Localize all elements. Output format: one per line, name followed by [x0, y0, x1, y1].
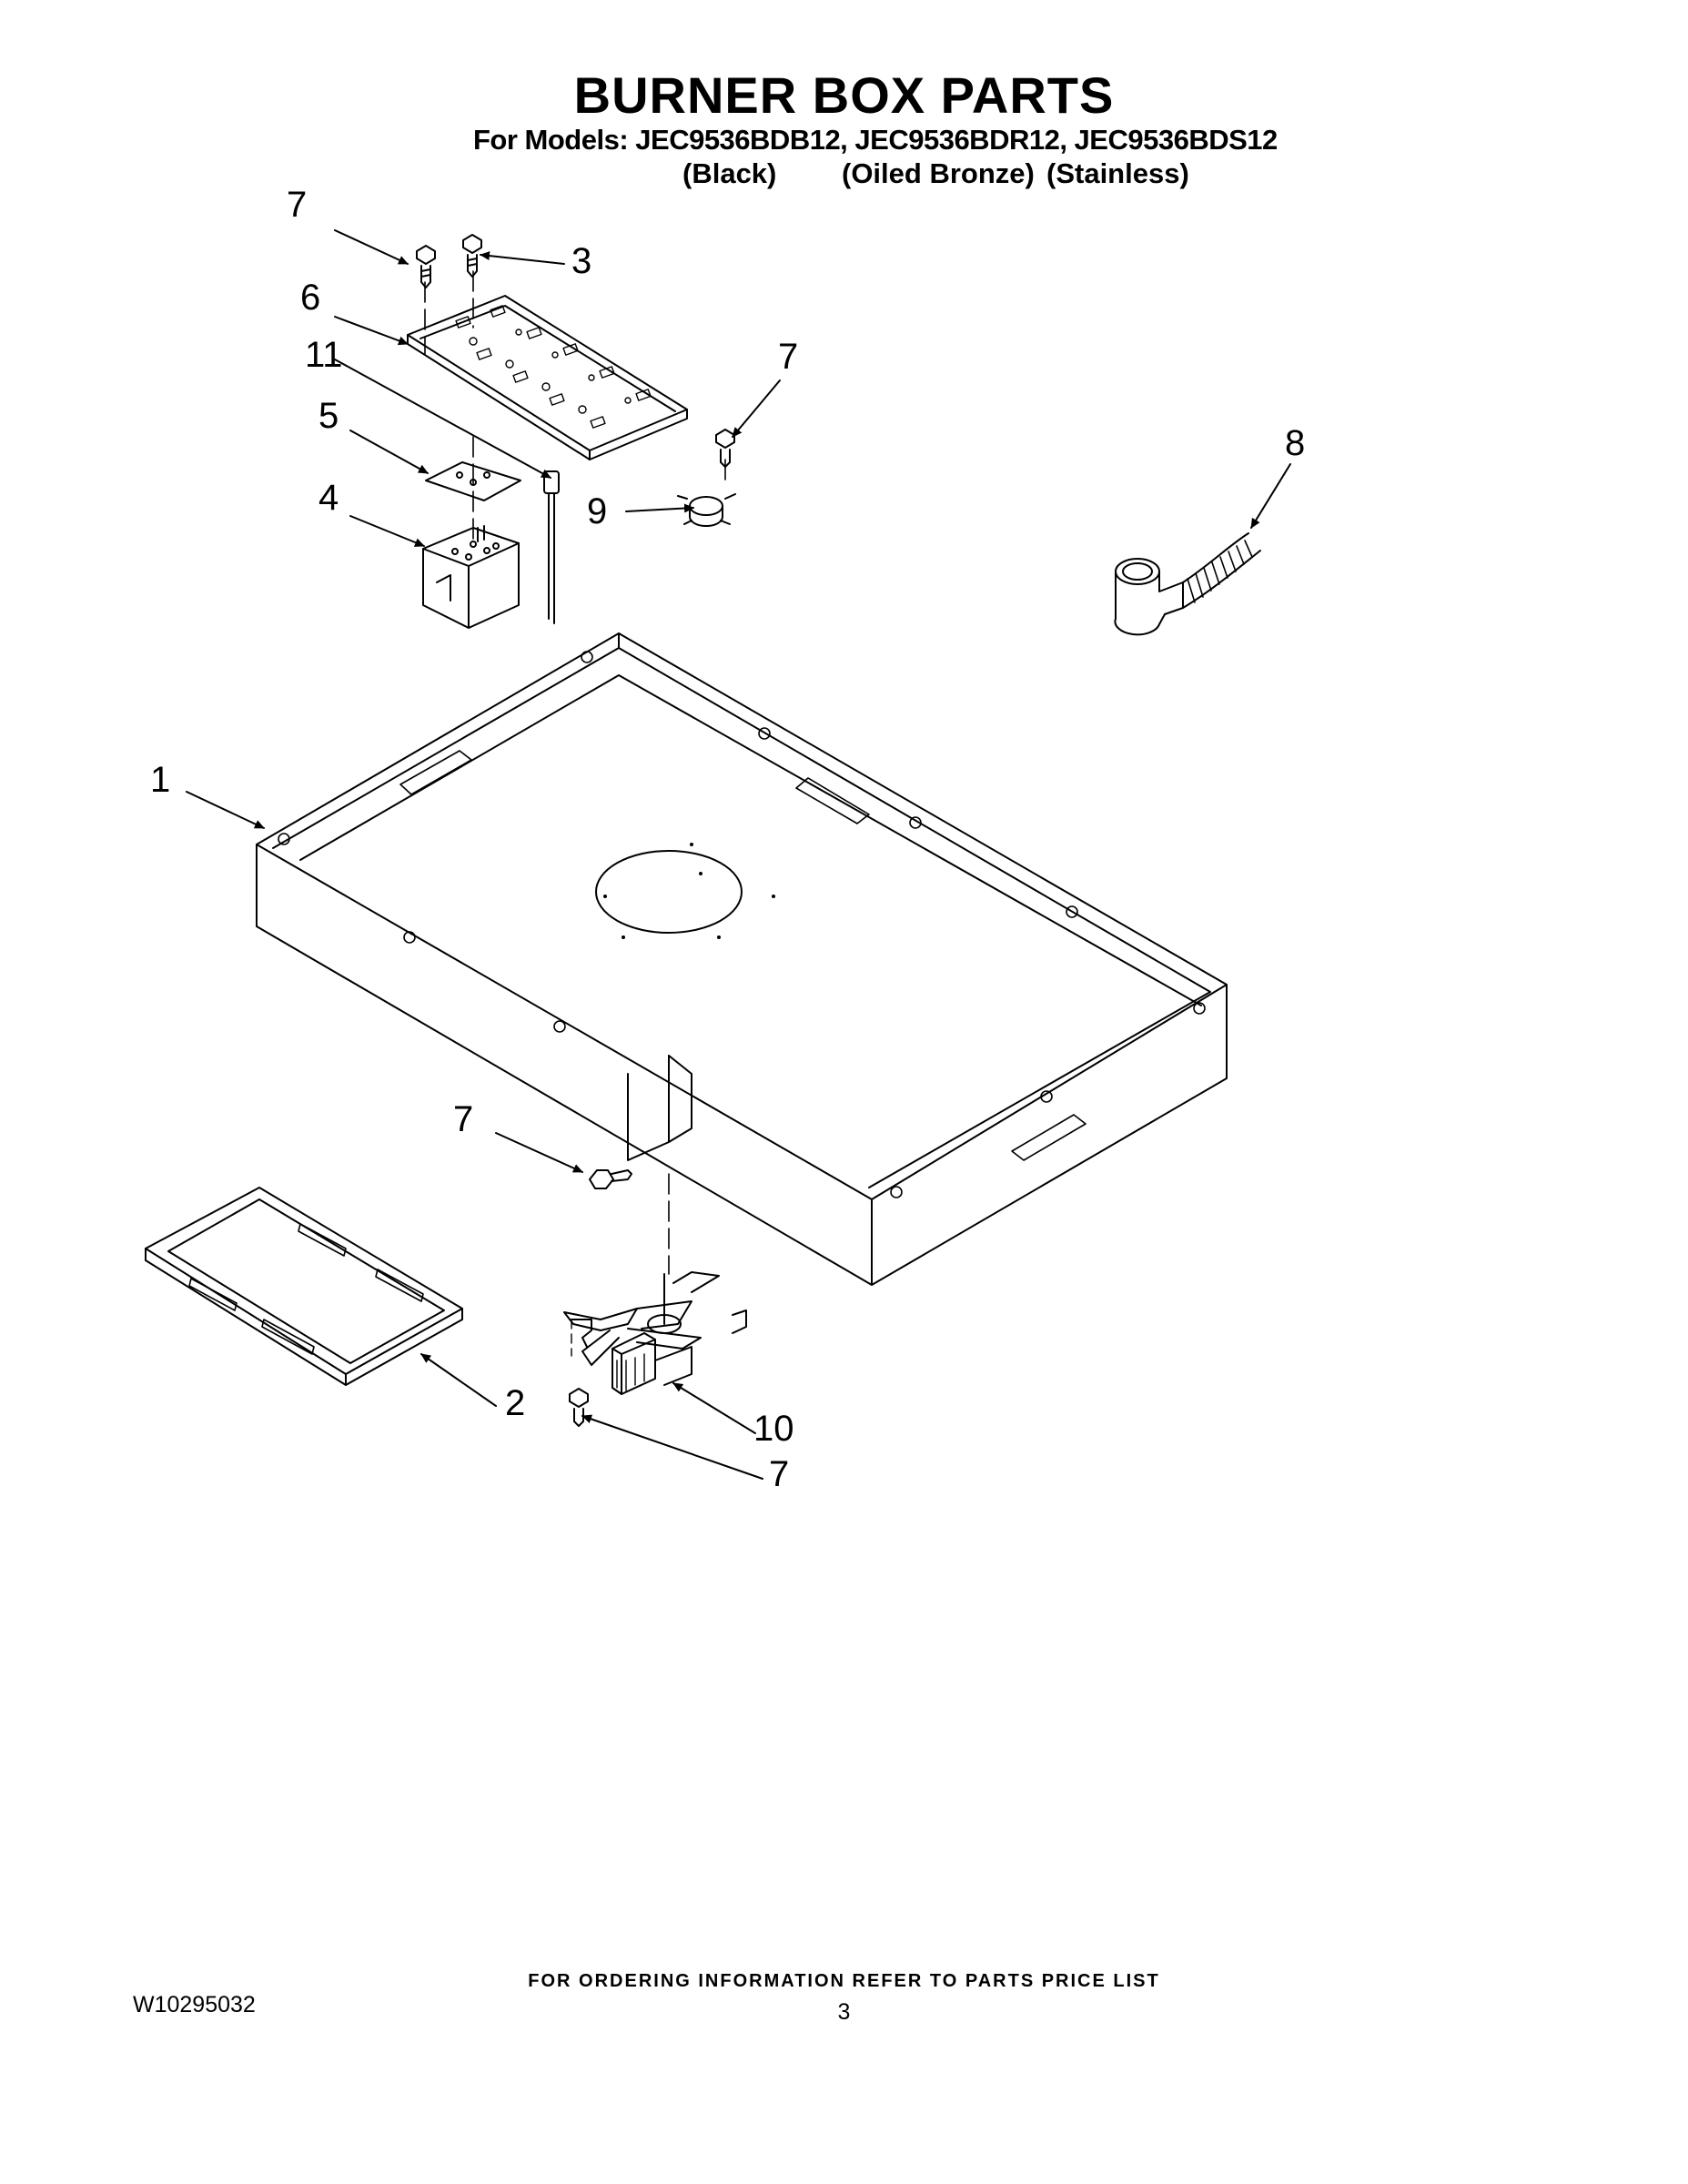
screw-part-7-bottom — [569, 1388, 589, 1427]
variant-oiled-bronze: (Oiled Bronze) — [842, 157, 1035, 189]
tray-part-2 — [145, 1187, 463, 1386]
screw-part-7-right — [715, 429, 735, 468]
sensor-probe-part-11 — [543, 470, 560, 624]
callout-10: 10 — [753, 1409, 794, 1449]
variant-black: (Black) — [682, 157, 777, 189]
callout-8: 8 — [1285, 423, 1306, 463]
insulator-pad-part-5 — [425, 461, 521, 501]
screw-part-3 — [462, 234, 482, 278]
document-number: W10295032 — [133, 1992, 256, 2017]
leader-arrows — [186, 229, 1291, 1480]
callout-7-bottom: 7 — [769, 1454, 790, 1494]
callout-3: 3 — [571, 241, 592, 281]
callout-7-lower: 7 — [453, 1099, 474, 1139]
page-title: BURNER BOX PARTS — [573, 66, 1115, 124]
switch-block-part-4 — [422, 525, 520, 629]
callout-9: 9 — [587, 491, 608, 531]
callout-4: 4 — [318, 478, 339, 518]
callout-5: 5 — [318, 396, 339, 436]
callout-1: 1 — [150, 760, 171, 800]
callout-6: 6 — [300, 278, 321, 318]
page-number: 3 — [837, 1999, 851, 2025]
ordering-note: FOR ORDERING INFORMATION REFER TO PARTS … — [528, 1971, 1160, 1991]
conduit-elbow-part-8 — [1114, 532, 1261, 636]
fan-motor-part-10 — [563, 1271, 747, 1395]
bracket-plate-part-6 — [407, 295, 688, 460]
screw-part-7-lower — [589, 1169, 632, 1189]
callout-2: 2 — [505, 1383, 526, 1423]
thermostat-part-9 — [677, 493, 736, 527]
variant-stainless: (Stainless) — [1046, 157, 1189, 189]
models-line: For Models: JEC9536BDB12, JEC9536BDR12, … — [473, 124, 1278, 156]
callout-11: 11 — [305, 335, 343, 375]
burner-box-part-1 — [256, 632, 1228, 1286]
callout-7-top: 7 — [287, 185, 308, 225]
screw-part-7-top — [416, 245, 436, 288]
callout-7-right: 7 — [778, 337, 799, 377]
